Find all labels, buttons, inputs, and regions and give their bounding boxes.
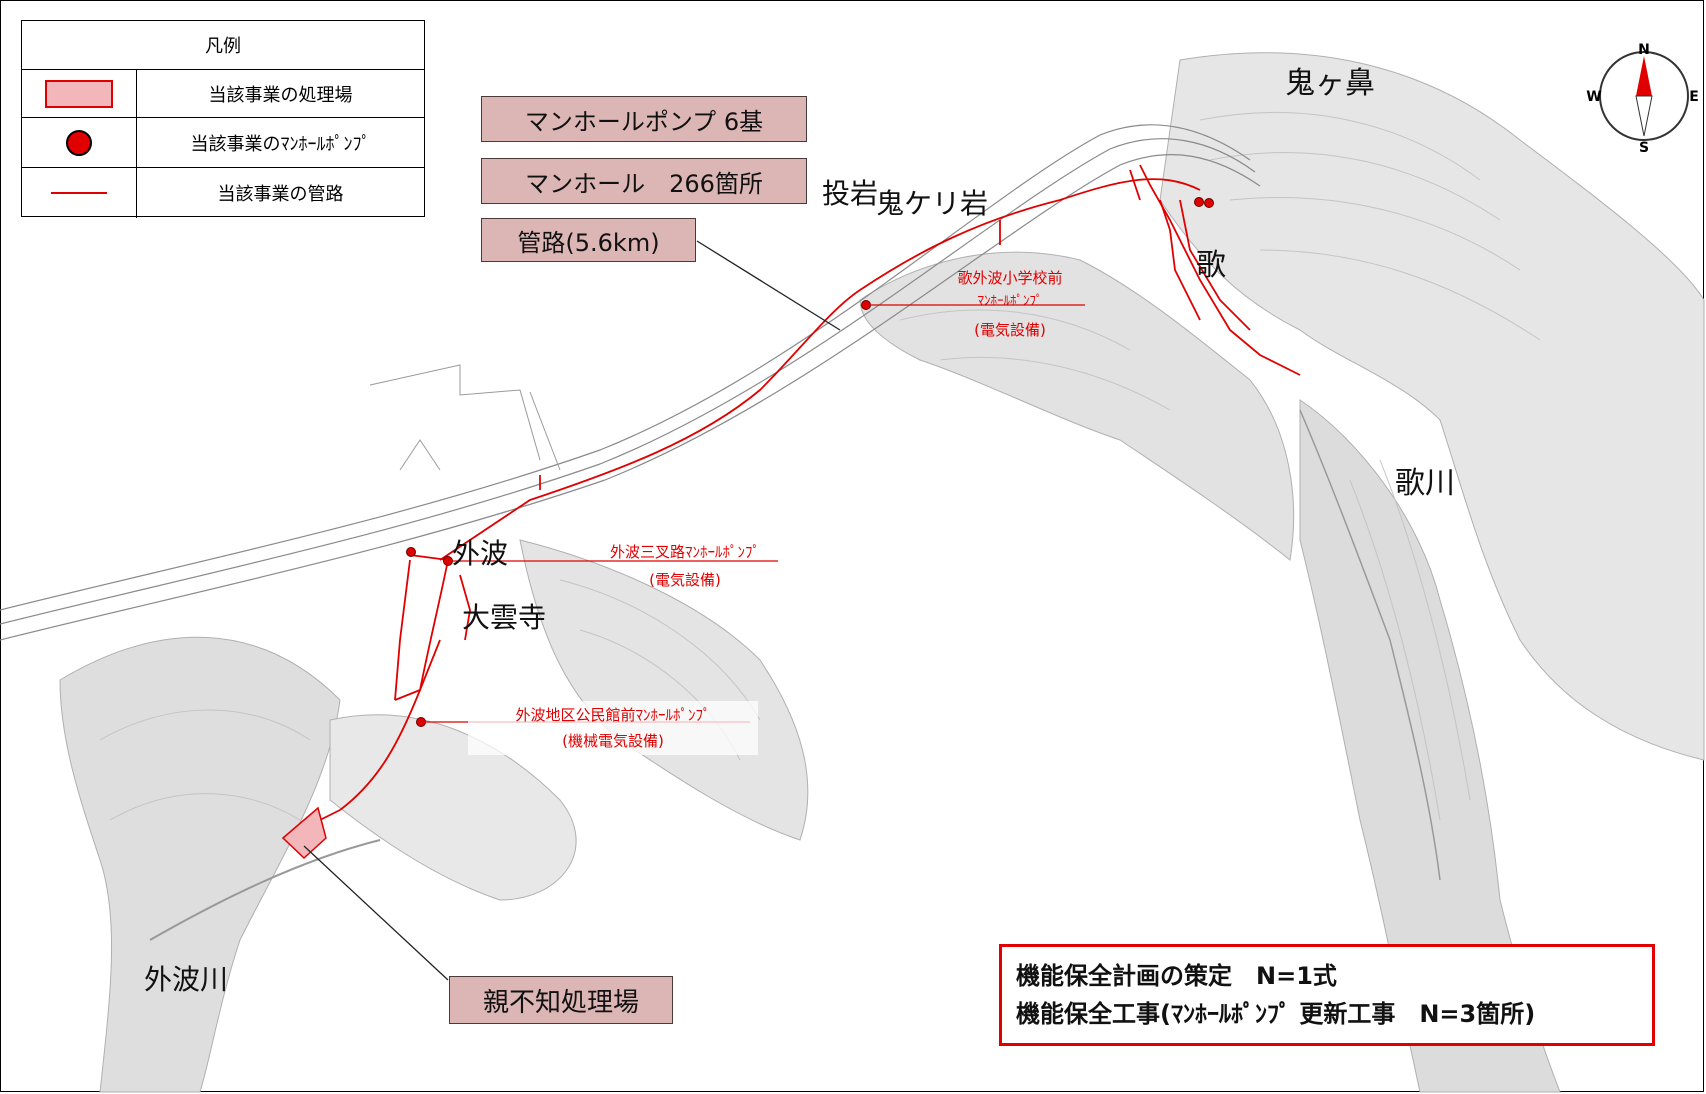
pump-label-uta-school: 歌外波小学校前 ﾏﾝﾎｰﾙﾎﾟﾝﾌﾟ (電気設備)	[930, 266, 1090, 342]
terrain-central-hills	[859, 251, 1295, 561]
compass-rose: N S E W	[1586, 42, 1699, 156]
pipe-tonami-east	[459, 574, 471, 641]
treatment-plant-swatch	[45, 80, 113, 108]
contour-lines	[99, 112, 1541, 821]
legend-pipe-label: 当該事業の管路	[217, 184, 344, 205]
pump-name-uta-school: 歌外波小学校前	[957, 269, 1063, 287]
terrain-southwest-slope	[329, 714, 577, 901]
utagawa-river	[1299, 409, 1441, 881]
terrain-daiunji-hills	[519, 539, 809, 841]
place-onigahana: 鬼ヶ鼻	[1285, 66, 1375, 101]
pipe-network	[309, 164, 1301, 841]
legend-pump-label: 当該事業のﾏﾝﾎｰﾙﾎﾟﾝﾌﾟ	[190, 134, 371, 155]
pump-dot-uta-2[interactable]	[1204, 198, 1214, 208]
pump-dot-harbour[interactable]	[406, 547, 416, 557]
compass-s-label: S	[1639, 140, 1649, 156]
place-utagawa: 歌川	[1395, 466, 1455, 501]
legend-row-plant: 当該事業の処理場	[22, 69, 424, 118]
place-tonamigawa: 外波川	[144, 963, 229, 996]
pump-equip-uta-school: (電気設備)	[974, 321, 1046, 339]
summary-line-1: 機能保全計画の策定 N=1式	[1016, 962, 1337, 990]
pump-equip-community: (機械電気設備)	[562, 732, 664, 750]
legend-plant-label: 当該事業の処理場	[208, 85, 353, 106]
highway	[0, 124, 1261, 641]
terrain-tonami-valley	[59, 636, 341, 1093]
place-onikeriiwa: 鬼ケリ岩	[876, 187, 989, 220]
summary-line-2: 機能保全工事(ﾏﾝﾎｰﾙﾎﾟﾝﾌﾟ 更新工事 N=3箇所)	[1016, 1000, 1536, 1028]
harbour	[369, 364, 561, 471]
pump-dot-uta-1[interactable]	[1194, 197, 1204, 207]
place-uta: 歌	[1196, 248, 1226, 283]
compass-w-label: W	[1586, 89, 1601, 105]
pipe-tonami-cross	[394, 639, 441, 701]
compass-south-needle	[1635, 95, 1653, 137]
legend-row-pipe: 当該事業の管路	[22, 167, 424, 218]
legend-row-pump: 当該事業のﾏﾝﾎｰﾙﾎﾟﾝﾌﾟ	[22, 117, 424, 168]
treatment-plant-area[interactable]	[281, 806, 327, 860]
pipe-tonami-west	[394, 559, 411, 701]
pipe-line	[51, 192, 107, 194]
pipe-uta-branch	[1159, 199, 1201, 321]
pump-count-box: マンホールポンプ 6基	[481, 96, 807, 142]
summary-box: 機能保全計画の策定 N=1式 機能保全工事(ﾏﾝﾎｰﾙﾎﾟﾝﾌﾟ 更新工事 N=…	[999, 944, 1655, 1046]
pump-label-sanjaro: 外波三叉路ﾏﾝﾎｰﾙﾎﾟﾝﾌﾟ (電気設備)	[590, 540, 780, 592]
compass-e-label: E	[1689, 89, 1699, 105]
tonami-road	[149, 839, 381, 941]
pump-name-community: 外波地区公民館前ﾏﾝﾎｰﾙﾎﾟﾝﾌﾟ	[515, 706, 711, 724]
pipe-main-coast	[439, 178, 1201, 561]
pipe-uta-north	[1139, 164, 1301, 376]
manhole-count-box: マンホール 266箇所	[481, 158, 807, 204]
legend-box: 凡例 当該事業の処理場 当該事業のﾏﾝﾎｰﾙﾎﾟﾝﾌﾟ 当該事業の管路	[21, 20, 425, 218]
place-daiunji: 大雲寺	[462, 601, 547, 634]
pump-type-uta-school: ﾏﾝﾎｰﾙﾎﾟﾝﾌﾟ	[977, 294, 1043, 309]
manhole-pump-dot	[66, 130, 92, 156]
pump-label-community: 外波地区公民館前ﾏﾝﾎｰﾙﾎﾟﾝﾌﾟ (機械電気設備)	[468, 701, 758, 755]
pump-equip-sanjaro: (電気設備)	[649, 571, 721, 589]
legend-pipe-symbol-cell	[22, 168, 137, 218]
terrain-east-ridge	[1159, 52, 1705, 761]
legend-plant-swatch-cell	[22, 70, 137, 118]
legend-title: 凡例	[205, 36, 241, 57]
compass-n-label: N	[1638, 42, 1650, 58]
legend-pump-symbol-cell	[22, 118, 137, 168]
compass-north-needle	[1636, 56, 1652, 96]
pipe-uta-loop	[1179, 199, 1251, 331]
treatment-plant-label: 親不知処理場	[449, 976, 673, 1024]
place-nageiwa: 投岩	[822, 177, 879, 210]
pipe-length-box: 管路(5.6km)	[481, 218, 696, 262]
pipe-harbour	[409, 554, 449, 561]
pump-name-sanjaro: 外波三叉路ﾏﾝﾎｰﾙﾎﾟﾝﾌﾟ	[609, 543, 760, 561]
place-tonami: 外波	[452, 537, 509, 570]
pipe-spur-c	[1129, 169, 1141, 201]
